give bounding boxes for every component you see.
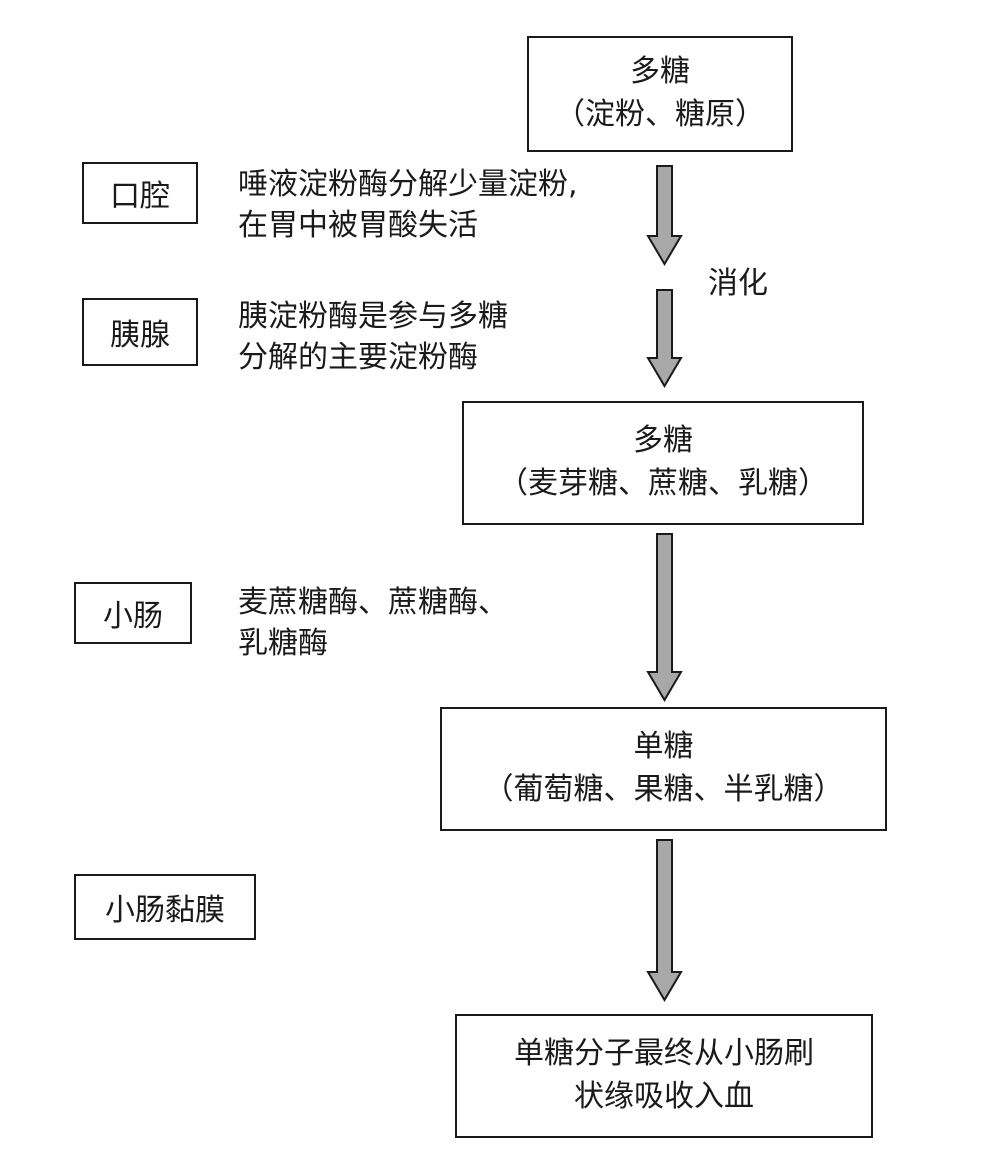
arrow-down-4-icon (646, 839, 683, 1002)
absorption-line-1: 单糖分子最终从小肠刷 (514, 1036, 814, 1072)
arrow-down-3-icon (646, 533, 683, 702)
mouth-note-line-2: 在胃中被胃酸失活 (238, 208, 478, 244)
small-intestine-note-line-2: 乳糖酶 (238, 626, 328, 662)
arrow-down-2-icon (646, 289, 683, 388)
monosaccharide-examples: （葡萄糖、果糖、半乳糖） (483, 772, 844, 807)
disaccharide-box: 多糖 （麦芽糖、蔗糖、乳糖） (462, 401, 864, 525)
organ-mouth: 口腔 (82, 162, 198, 224)
organ-pancreas: 胰腺 (82, 298, 198, 366)
small-intestine-note: 麦蔗糖酶、蔗糖酶、 乳糖酶 (238, 582, 508, 665)
monosaccharide-title: 单糖 (633, 729, 694, 765)
mouth-note-line-1: 唾液淀粉酶分解少量淀粉, (238, 167, 578, 202)
disaccharide-examples: （麦芽糖、蔗糖、乳糖） (498, 466, 828, 501)
polysaccharide-title: 多糖 (630, 54, 690, 90)
monosaccharide-box: 单糖 （葡萄糖、果糖、半乳糖） (440, 707, 887, 831)
disaccharide-title: 多糖 (633, 423, 693, 459)
pancreas-note-line-2: 分解的主要淀粉酶 (238, 340, 478, 376)
pancreas-note: 胰淀粉酶是参与多糖 分解的主要淀粉酶 (238, 296, 508, 379)
arrow-down-1-icon (646, 165, 683, 266)
organ-intestinal-mucosa: 小肠黏膜 (74, 874, 256, 940)
pancreas-note-line-1: 胰淀粉酶是参与多糖 (238, 299, 508, 334)
absorption-box: 单糖分子最终从小肠刷 状缘吸收入血 (455, 1014, 873, 1138)
small-intestine-note-line-1: 麦蔗糖酶、蔗糖酶、 (238, 585, 508, 620)
absorption-line-2: 状缘吸收入血 (574, 1079, 754, 1114)
mouth-note: 唾液淀粉酶分解少量淀粉, 在胃中被胃酸失活 (238, 164, 578, 247)
organ-small-intestine: 小肠 (74, 582, 192, 644)
polysaccharide-box: 多糖 （淀粉、糖原） (527, 36, 793, 152)
polysaccharide-examples: （淀粉、糖原） (555, 97, 765, 132)
digestion-label: 消化 (708, 266, 768, 301)
